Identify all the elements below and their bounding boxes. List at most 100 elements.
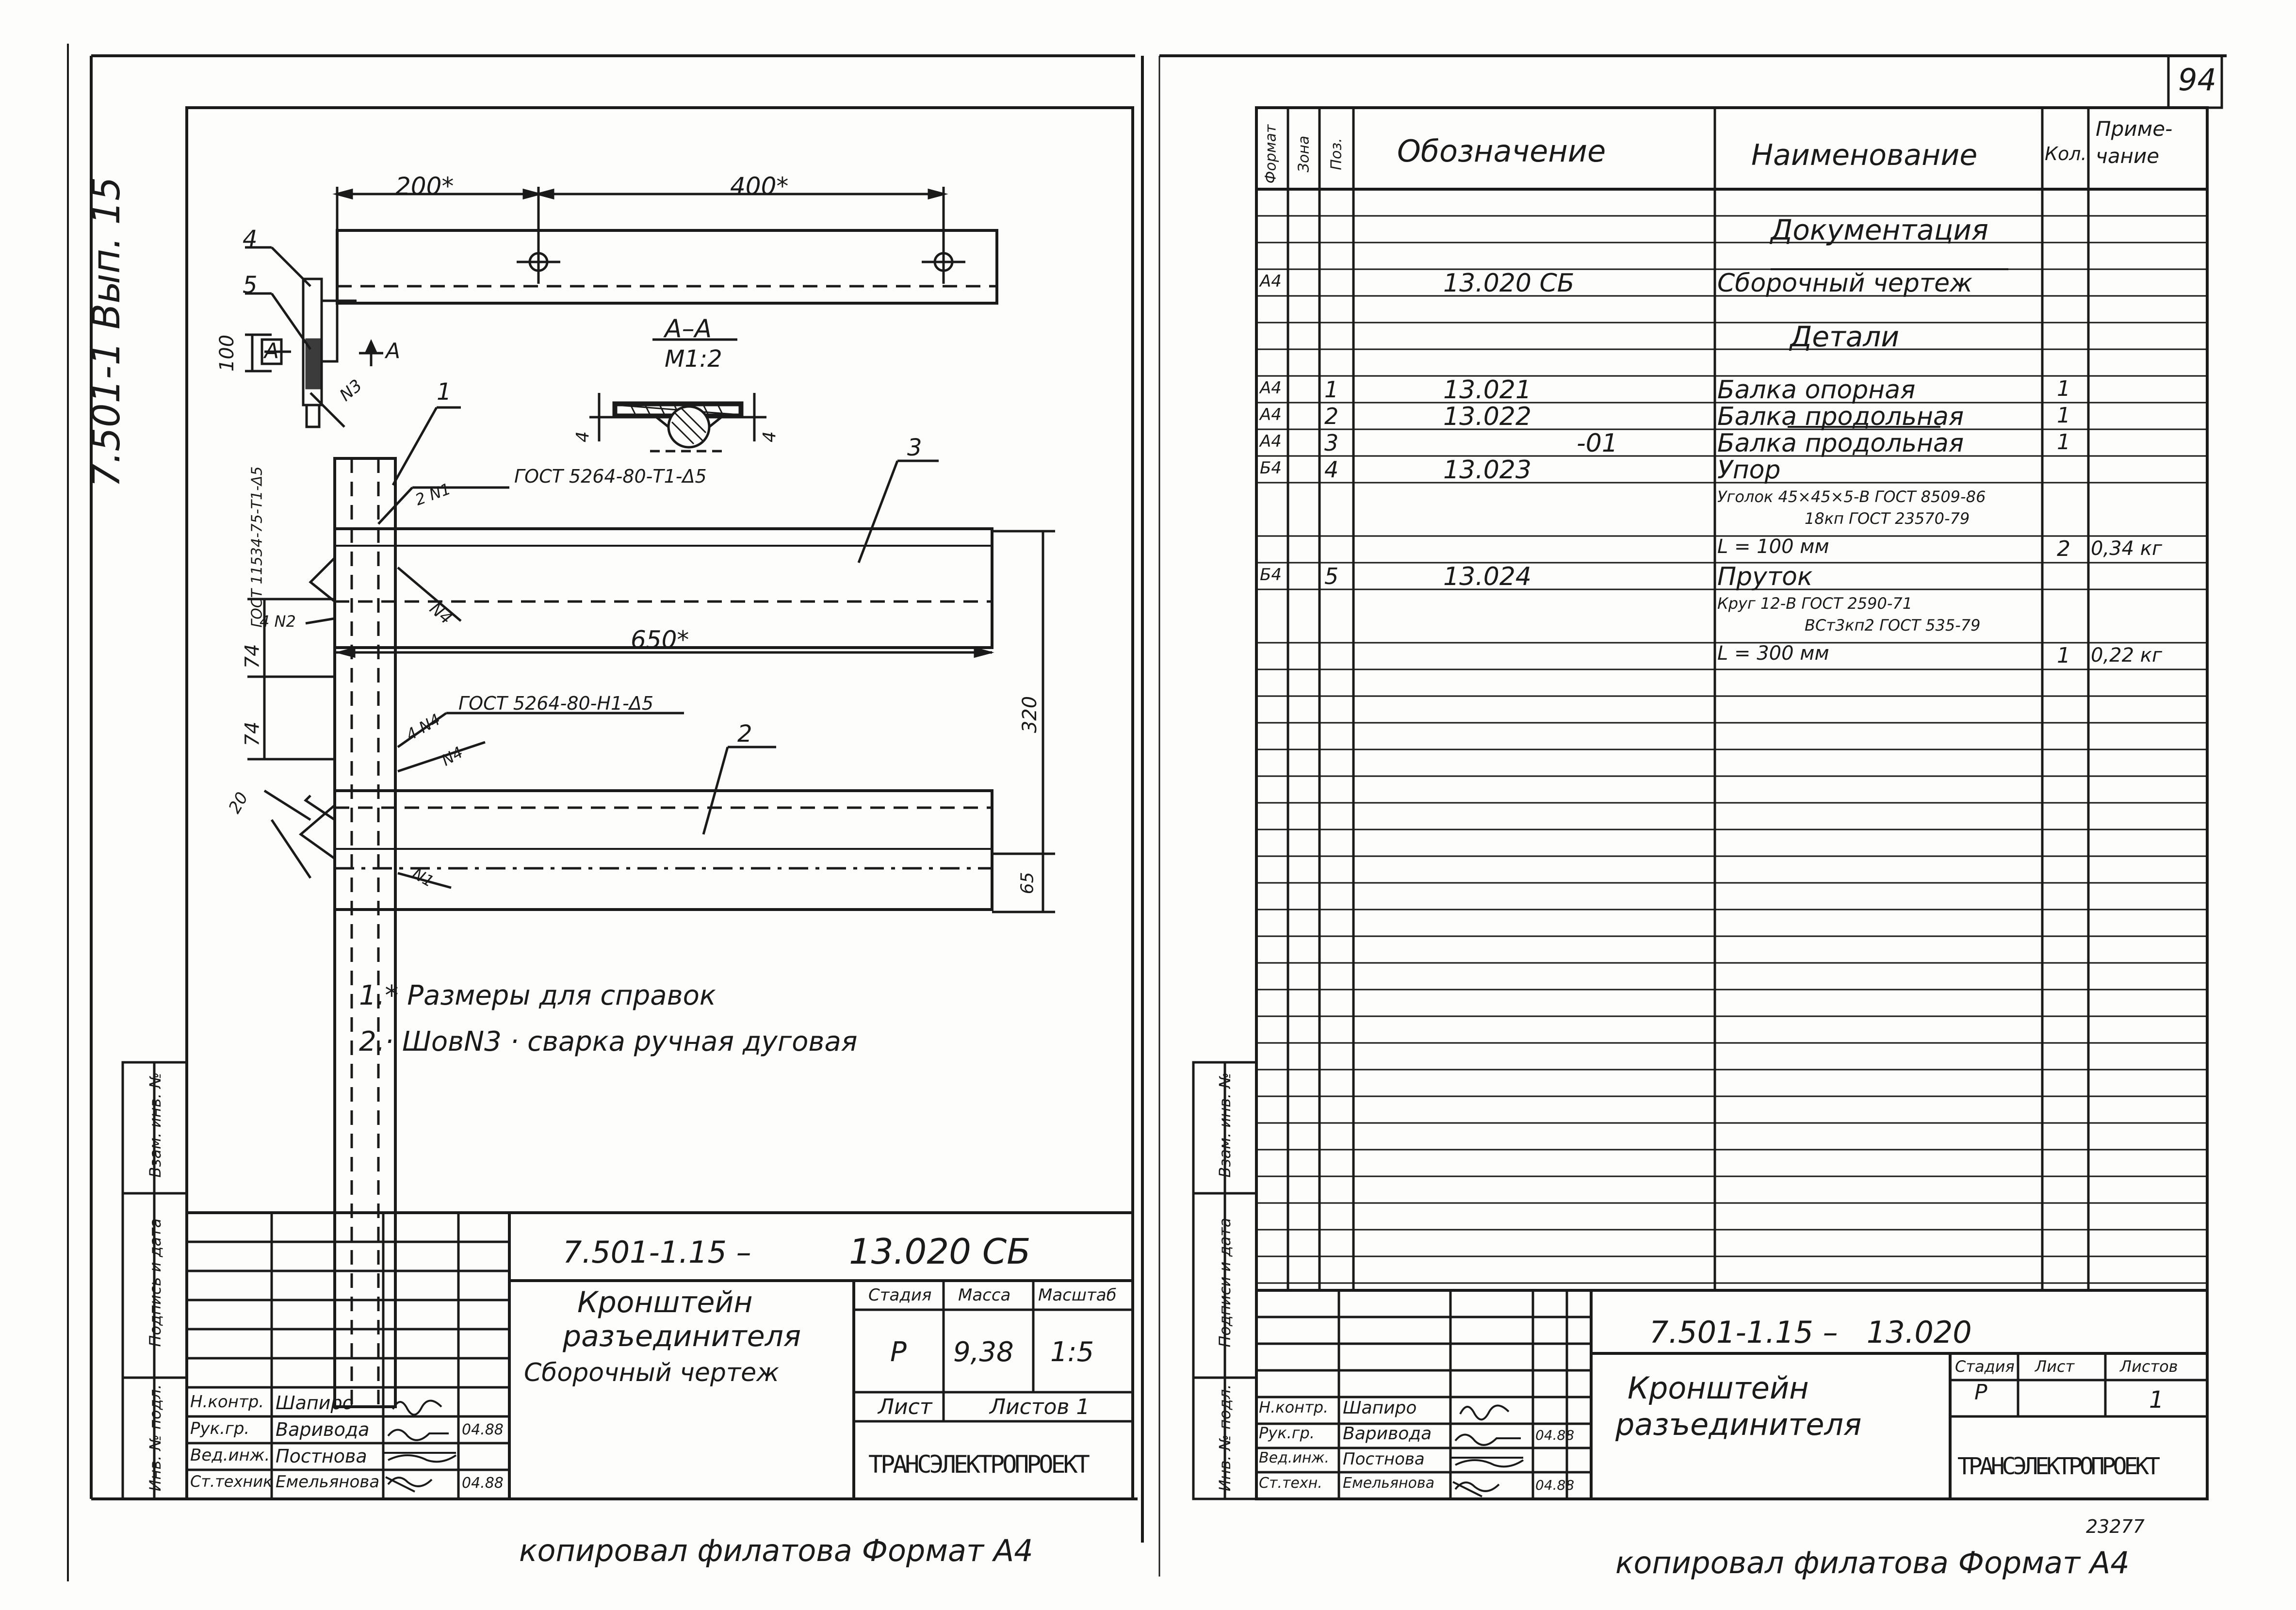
spec-qty-cell: 2 — [2057, 537, 2070, 561]
spec-position-cell: 5 — [1324, 563, 1339, 589]
date-row-2-right: 04.88 — [1535, 1427, 1575, 1443]
spec-designation-cell: 13.020 СБ — [1443, 269, 1575, 298]
title-name-line2: разъединителя — [563, 1319, 801, 1353]
right-footer: копировал филатова Формат А4 — [1615, 1545, 2130, 1580]
dimension-650: 650* — [631, 626, 689, 654]
spec-designation-cell: 13.023 — [1443, 455, 1531, 485]
stamp-original-inv-right: Инв. № подл. — [1216, 1384, 1234, 1492]
role-ruk-gr: Рук.гр. — [190, 1419, 250, 1438]
role-st-tekhn-right: Ст.техн. — [1259, 1475, 1322, 1492]
dimension-74-upper: 74 — [241, 644, 264, 669]
header-qty: Кол. — [2045, 143, 2087, 164]
name-emelyanova: Емельянова — [276, 1472, 380, 1492]
drawing-series-code: 7.501-1 Вып. 15 — [85, 177, 129, 488]
weld-note-top: ГОСТ 5264-80-Т1-Δ5 — [514, 466, 707, 487]
spec-name-cell: Балка опорная — [1717, 375, 1916, 405]
date-row-4: 04.88 — [462, 1475, 504, 1492]
archive-number: 23277 — [2086, 1516, 2145, 1537]
header-designation: Обозначение — [1397, 133, 1606, 169]
title-mass-value: 9,38 — [953, 1336, 1014, 1368]
name-shapiro: Шапиро — [276, 1392, 354, 1414]
title-stage-value-right: Р — [1974, 1380, 1987, 1405]
section-marker-left: А — [264, 339, 279, 363]
spec-designation-cell: -01 — [1577, 429, 1618, 458]
spec-designation-cell: 13.024 — [1443, 562, 1531, 591]
title-doc-number: 13.020 СБ — [849, 1231, 1031, 1272]
note-1: 1.* Размеры для справок — [359, 980, 716, 1011]
title-scale-header: Масштаб — [1038, 1285, 1117, 1305]
spec-note-cell: 0,22 кг — [2091, 644, 2162, 667]
role-n-kontr-right: Н.контр. — [1259, 1398, 1329, 1416]
spec-position-cell: 4 — [1324, 456, 1339, 483]
header-note: Приме- чание — [2096, 117, 2173, 168]
title-sheets-header-right: Листов — [2120, 1357, 2178, 1376]
spec-format-cell: А4 — [1260, 432, 1282, 451]
header-pos: Поз. — [1328, 138, 1345, 170]
date-row-2: 04.88 — [462, 1421, 504, 1438]
spec-section-heading: Детали — [1790, 320, 1900, 353]
weld-note-bottom: ГОСТ 5264-80-Н1-Δ5 — [458, 693, 654, 714]
header-zone: Зона — [1295, 135, 1313, 173]
role-n-kontr: Н.контр. — [190, 1392, 264, 1412]
dimension-320: 320 — [1019, 696, 1042, 733]
spec-name-cell: Круг 12-В ГОСТ 2590-71 — [1717, 594, 1913, 613]
spec-format-cell: Б4 — [1260, 458, 1282, 478]
spec-name-cell: Балка продольная — [1717, 402, 1964, 431]
note-2: 2.· ШовN3 · сварка ручная дуговая — [359, 1026, 858, 1057]
title-sheets-value-right: 1 — [2149, 1386, 2164, 1414]
spec-name-cell-cont: 18кп ГОСТ 23570-79 — [1805, 509, 1970, 528]
name-postnova-right: Постнова — [1343, 1449, 1425, 1469]
name-varivoda-right: Варивода — [1343, 1424, 1432, 1444]
spec-designation-cell: 13.021 — [1443, 375, 1531, 405]
role-ruk-gr-right: Рук.гр. — [1259, 1424, 1315, 1442]
spec-format-cell: А4 — [1260, 405, 1282, 424]
title-mass-header: Масса — [958, 1285, 1011, 1305]
stamp-original-inv: Инв. № подл. — [146, 1384, 164, 1492]
stamp-replacement-inv-right: Взам. инв. № — [1216, 1072, 1234, 1178]
title-organization: ТРАНСЭЛЕКТРОПРОЕКТ — [868, 1450, 1090, 1479]
spec-name-cell-cont: ВСт3кп2 ГОСТ 535-79 — [1805, 616, 1981, 634]
title-name-line2-right: разъединителя — [1615, 1407, 1862, 1442]
spec-position-cell: 3 — [1324, 430, 1339, 456]
name-postnova: Постнова — [276, 1446, 367, 1467]
title-sheets-label: Листов 1 — [990, 1395, 1090, 1419]
callout-4: 4 — [243, 226, 258, 253]
weld-label-4n2: 4 N2 — [260, 612, 296, 631]
spec-name-cell: Пруток — [1717, 562, 1813, 591]
dimension-74-lower: 74 — [241, 721, 264, 747]
callout-5: 5 — [243, 272, 258, 299]
section-scale: М1:2 — [665, 345, 722, 373]
spec-name-cell: L = 300 мм — [1717, 642, 1829, 665]
spec-qty-cell: 1 — [2057, 430, 2070, 455]
spec-position-cell: 1 — [1324, 376, 1339, 403]
title-sheet-label: Лист — [878, 1395, 932, 1419]
dimension-65: 65 — [1017, 872, 1038, 894]
spec-qty-cell: 1 — [2057, 403, 2070, 428]
spec-format-cell: А4 — [1260, 272, 1282, 291]
spec-section-heading: Документация — [1771, 213, 1988, 246]
callout-2: 2 — [737, 720, 752, 748]
name-emelyanova-right: Емельянова — [1343, 1475, 1434, 1492]
stamp-signatures-date-right: Подписи и дата — [1216, 1218, 1234, 1348]
title-sheet-header-right: Лист — [2035, 1357, 2075, 1376]
section-dim-right: 4 — [759, 431, 780, 442]
date-row-4-right: 04.88 — [1535, 1477, 1575, 1493]
dimension-200: 200* — [395, 172, 454, 200]
title-doc-code-right: 7.501-1.15 – 13.020 — [1649, 1315, 1972, 1350]
title-doc-type: Сборочный чертеж — [524, 1358, 779, 1387]
callout-3: 3 — [907, 434, 922, 461]
spec-qty-cell: 1 — [2057, 376, 2070, 401]
name-varivoda: Варивода — [276, 1419, 370, 1440]
spec-designation-cell: 13.022 — [1443, 402, 1531, 431]
title-name-line1-right: Кронштейн — [1628, 1370, 1809, 1406]
title-organization-right: ТРАНСЭЛЕКТРОПРОЕКТ — [1957, 1453, 2160, 1480]
left-footer: копировал филатова Формат А4 — [519, 1533, 1033, 1568]
title-stage-value: Р — [890, 1336, 907, 1368]
stamp-replacement-inv: Взам. инв. № — [146, 1072, 164, 1178]
role-ved-inzh: Вед.инж. — [190, 1446, 270, 1465]
spec-format-cell: А4 — [1260, 378, 1282, 398]
section-title: А–А — [665, 314, 712, 343]
dimension-400: 400* — [730, 172, 789, 200]
title-stage-header-right: Стадия — [1955, 1357, 2015, 1376]
